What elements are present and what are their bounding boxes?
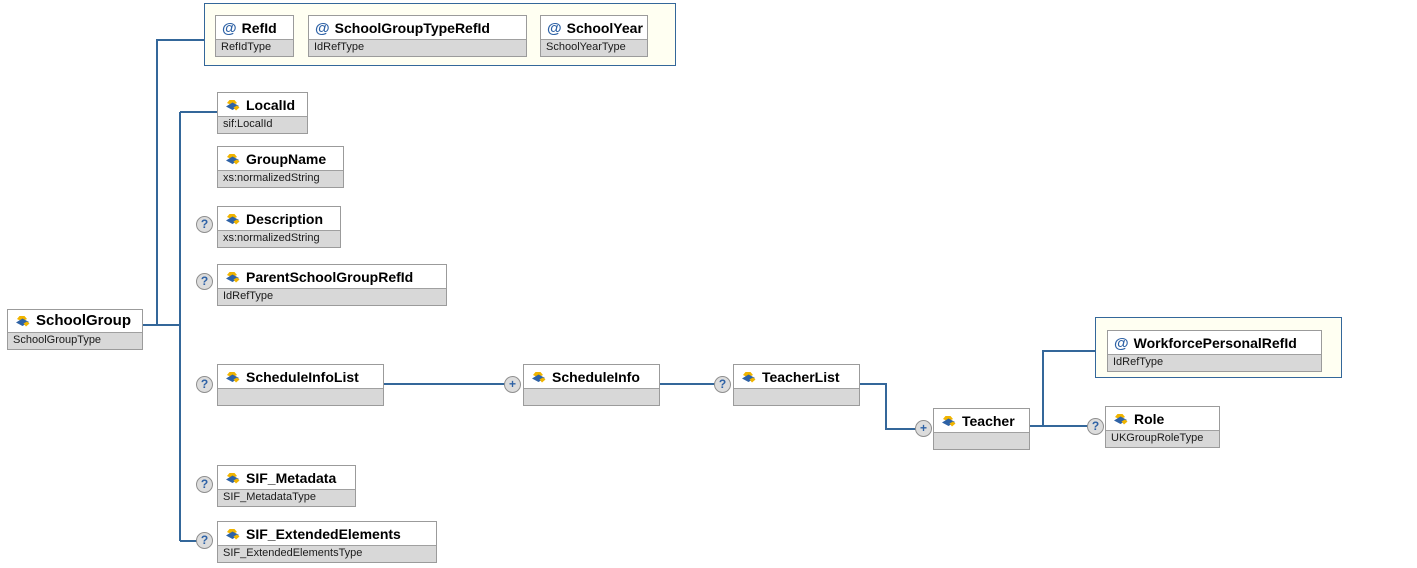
attribute-box-refid[interactable]: @ RefId RefIdType — [215, 15, 294, 57]
element-icon — [224, 271, 241, 284]
element-icon — [224, 99, 241, 112]
element-box-groupname[interactable]: GroupName xs:normalizedString — [217, 146, 344, 188]
attribute-name: SchoolGroupTypeRefId — [334, 20, 490, 36]
attribute-name: RefId — [241, 20, 277, 36]
element-type: SchoolGroupType — [8, 332, 142, 349]
attribute-box-schoolyear[interactable]: @ SchoolYear SchoolYearType — [540, 15, 648, 57]
attribute-box-schoolgrouptyperefid[interactable]: @ SchoolGroupTypeRefId IdRefType — [308, 15, 527, 57]
element-icon — [224, 528, 241, 541]
element-icon — [224, 153, 241, 166]
element-name: SchoolGroup — [36, 312, 131, 329]
element-name: Teacher — [962, 413, 1015, 429]
element-name: Description — [246, 211, 324, 227]
optional-indicator[interactable]: ? — [714, 376, 731, 393]
element-name: SIF_ExtendedElements — [246, 526, 401, 542]
element-name: ParentSchoolGroupRefId — [246, 269, 414, 285]
element-box-localid[interactable]: LocalId sif:LocalId — [217, 92, 308, 134]
repeat-indicator[interactable]: + — [915, 420, 932, 437]
element-type: xs:normalizedString — [218, 170, 343, 187]
attribute-icon: @ — [222, 19, 237, 37]
element-box-sifextendedelements[interactable]: SIF_ExtendedElements SIF_ExtendedElement… — [217, 521, 437, 563]
element-icon — [530, 371, 547, 384]
optional-indicator[interactable]: ? — [196, 273, 213, 290]
attribute-type: IdRefType — [309, 39, 526, 56]
element-name: ScheduleInfoList — [246, 369, 359, 385]
element-icon — [224, 371, 241, 384]
element-box-role[interactable]: Role UKGroupRoleType — [1105, 406, 1220, 448]
element-type: SIF_ExtendedElementsType — [218, 545, 436, 562]
element-type — [934, 432, 1029, 449]
optional-indicator[interactable]: ? — [196, 216, 213, 233]
attribute-type: SchoolYearType — [541, 39, 647, 56]
optional-indicator[interactable]: ? — [1087, 418, 1104, 435]
element-type: UKGroupRoleType — [1106, 430, 1219, 447]
attribute-icon: @ — [315, 19, 330, 37]
optional-indicator[interactable]: ? — [196, 376, 213, 393]
element-type: SIF_MetadataType — [218, 489, 355, 506]
element-icon — [224, 472, 241, 485]
element-box-teacherlist[interactable]: TeacherList — [733, 364, 860, 406]
element-type — [734, 388, 859, 405]
element-type: IdRefType — [218, 288, 446, 305]
element-box-schoolgroup[interactable]: SchoolGroup SchoolGroupType — [7, 309, 143, 350]
element-name: GroupName — [246, 151, 327, 167]
attribute-group-teacher: @ WorkforcePersonalRefId IdRefType — [1095, 317, 1342, 378]
attribute-name: WorkforcePersonalRefId — [1133, 335, 1297, 351]
element-name: Role — [1134, 411, 1165, 427]
element-box-parentschoolgrouprefid[interactable]: ParentSchoolGroupRefId IdRefType — [217, 264, 447, 306]
optional-indicator[interactable]: ? — [196, 476, 213, 493]
element-name: LocalId — [246, 97, 296, 113]
attribute-type: RefIdType — [216, 39, 293, 56]
attribute-type: IdRefType — [1108, 354, 1321, 371]
optional-indicator[interactable]: ? — [196, 532, 213, 549]
element-name: ScheduleInfo — [552, 369, 640, 385]
element-icon — [224, 213, 241, 226]
element-type: xs:normalizedString — [218, 230, 340, 247]
element-icon — [1112, 413, 1129, 426]
attribute-group-schoolgroup: @ RefId RefIdType @ SchoolGroupTypeRefId… — [204, 3, 676, 66]
repeat-indicator[interactable]: + — [504, 376, 521, 393]
element-type — [524, 388, 659, 405]
element-name: SIF_Metadata — [246, 470, 337, 486]
attribute-name: SchoolYear — [566, 20, 643, 36]
attribute-box-workforcepersonalrefid[interactable]: @ WorkforcePersonalRefId IdRefType — [1107, 330, 1322, 372]
element-box-scheduleinfo[interactable]: ScheduleInfo — [523, 364, 660, 406]
element-type: sif:LocalId — [218, 116, 307, 133]
element-box-teacher[interactable]: Teacher — [933, 408, 1030, 450]
element-type — [218, 388, 383, 405]
attribute-icon: @ — [1114, 334, 1129, 352]
element-icon — [940, 415, 957, 428]
element-box-sifmetadata[interactable]: SIF_Metadata SIF_MetadataType — [217, 465, 356, 507]
element-box-scheduleinfolist[interactable]: ScheduleInfoList — [217, 364, 384, 406]
element-icon — [740, 371, 757, 384]
element-icon — [14, 315, 31, 328]
element-name: TeacherList — [762, 369, 840, 385]
attribute-icon: @ — [547, 19, 562, 37]
element-box-description[interactable]: Description xs:normalizedString — [217, 206, 341, 248]
